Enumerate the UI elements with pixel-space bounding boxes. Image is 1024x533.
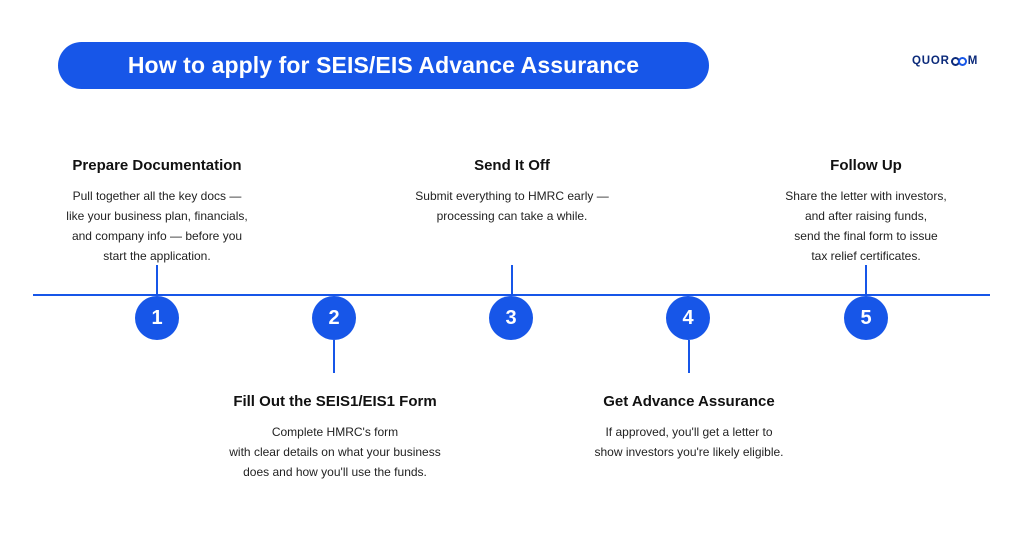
step-4-circle: 4 — [666, 296, 710, 340]
quoroom-logo: QUOR M — [912, 54, 978, 68]
connector-3 — [511, 265, 513, 295]
connector-1 — [156, 265, 158, 295]
step-2-title: Fill Out the SEIS1/EIS1 Form — [233, 393, 437, 410]
step-4-title: Get Advance Assurance — [603, 393, 775, 410]
step-5-title: Follow Up — [830, 157, 902, 174]
title-banner: How to apply for SEIS/EIS Advance Assura… — [58, 42, 709, 89]
step-1-description: Pull together all the key docs — like yo… — [66, 189, 248, 263]
connector-4 — [688, 340, 690, 373]
step-2-description: Complete HMRC's form with clear details … — [229, 425, 441, 479]
step-1-title: Prepare Documentation — [72, 157, 242, 174]
step-3-circle: 3 — [489, 296, 533, 340]
timeline-line — [33, 294, 990, 296]
step-3-description: Submit everything to HMRC early — proces… — [415, 189, 609, 223]
step-5-block: Follow Up Share the letter with investor… — [746, 157, 986, 266]
step-4-block: Get Advance Assurance If approved, you'l… — [569, 393, 809, 462]
step-3-block: Send It Off Submit everything to HMRC ea… — [392, 157, 632, 226]
step-2-circle: 2 — [312, 296, 356, 340]
logo-rings-icon — [950, 56, 967, 66]
logo-text-right: M — [967, 55, 979, 67]
step-5-circle: 5 — [844, 296, 888, 340]
step-3-title: Send It Off — [474, 157, 550, 174]
step-1-block: Prepare Documentation Pull together all … — [37, 157, 277, 266]
page-title: How to apply for SEIS/EIS Advance Assura… — [127, 52, 640, 78]
step-4-description: If approved, you'll get a letter to show… — [594, 425, 784, 459]
step-2-block: Fill Out the SEIS1/EIS1 Form Complete HM… — [200, 393, 470, 482]
step-5-description: Share the letter with investors, and aft… — [785, 189, 947, 263]
step-1-circle: 1 — [135, 296, 179, 340]
connector-2 — [333, 340, 335, 373]
logo-text-left: QUOR — [912, 55, 950, 67]
connector-5 — [865, 265, 867, 295]
